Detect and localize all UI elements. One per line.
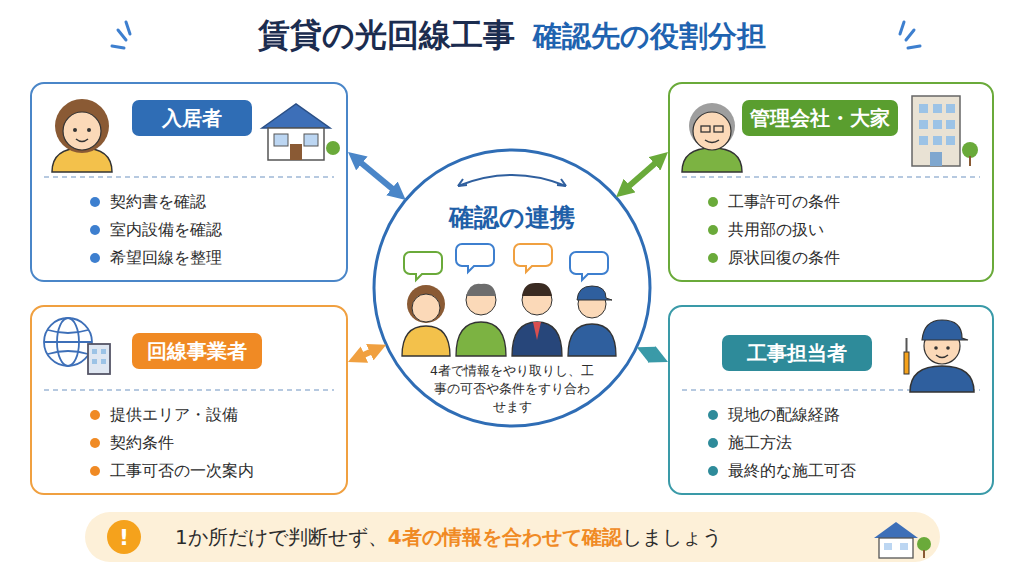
bullet-item: 提供エリア・設備 [90,404,238,426]
role-heading: 入居者 [132,100,252,136]
bullet-item: 現地の配線経路 [708,404,840,426]
bullet-item: 希望回線を整理 [90,247,222,269]
hub-circle: 確認の連携 4者で情報をやり取りし、工事の可否や条件をすり合わせます [372,148,652,428]
bullet-item: 契約条件 [90,432,174,454]
note-text: 1か所だけで判断せず、 [175,524,388,551]
title-accent [126,22,130,34]
role-card: 入居者契約書を確認室内設備を確認希望回線を整理 [30,82,348,282]
title-accent [112,22,920,48]
bullet-item: 工事可否の一次案内 [90,460,254,482]
title-accent [118,30,126,40]
bullet-item: 施工方法 [708,432,792,454]
role-card: 工事担当者現地の配線経路施工方法最終的な施工可否 [668,305,994,495]
title-accent [900,22,904,34]
note-band: ! 1か所だけで判断せず、4者の情報を合わせて確認しましょう [85,512,940,562]
subtitle: 確認先の役割分担 [533,17,766,57]
bullet-item: 室内設備を確認 [90,219,222,241]
bullet-item: 原状回復の条件 [708,247,840,269]
hub-title: 確認の連携 [372,201,652,234]
double-arrow-connector [645,351,660,358]
bullet-item: 契約書を確認 [90,191,206,213]
role-card: 回線事業者提供エリア・設備契約条件工事可否の一次案内 [30,305,348,495]
title-row: 賃貸の光回線工事確認先の役割分担 [0,14,1024,58]
note-text: しましょう [622,524,722,551]
role-heading: 工事担当者 [722,335,872,371]
bullet-item: 最終的な施工可否 [708,460,856,482]
title-accent [908,46,920,48]
hub-description: 4者で情報をやり取りし、工事の可否や条件をすり合わせます [430,362,594,416]
role-heading: 管理会社・大家 [742,100,898,136]
alert-icon: ! [107,520,141,554]
role-card: 管理会社・大家工事許可の条件共用部の扱い原状回復の条件 [668,82,994,282]
title: 賃貸の光回線工事 [258,14,515,58]
double-arrow-connector [623,158,661,191]
note-text: 4者の情報を合わせて確認 [388,524,622,551]
title-accent [906,30,914,40]
hub-circle-shape [374,150,650,426]
double-arrow-connector [355,158,399,194]
bullet-item: 共用部の扱い [708,219,824,241]
title-accent [112,46,124,48]
double-arrow-connector [356,348,378,358]
role-heading: 回線事業者 [132,333,262,369]
bullet-item: 工事許可の条件 [708,191,840,213]
